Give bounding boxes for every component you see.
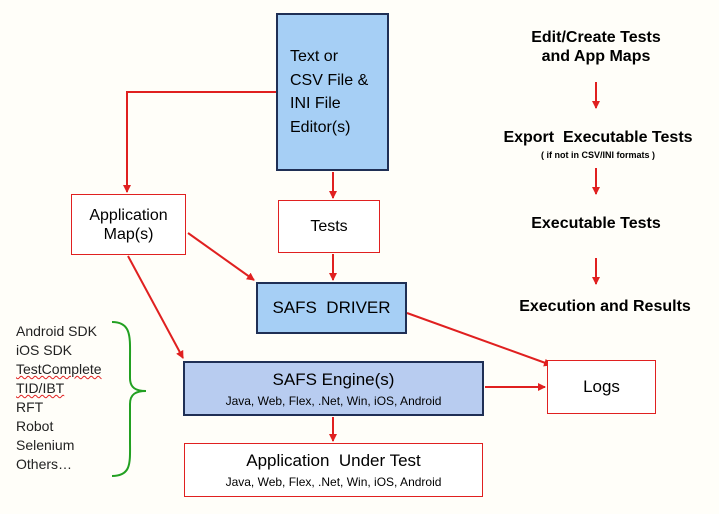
engines-list: Android SDK iOS SDK TestComplete TID/IBT… xyxy=(16,322,102,474)
editor-line-2: CSV File & xyxy=(290,71,369,89)
editor-box: Text or CSV File & INI File Editor(s) xyxy=(276,13,389,171)
tests-label: Tests xyxy=(310,217,348,235)
flow-step-execution-results: Execution and Results xyxy=(519,298,691,315)
flow-step-export: Export Executable Tests xyxy=(503,129,693,146)
tests-box: Tests xyxy=(278,200,380,253)
flow-step-edit-create: Edit/Create Tests and App Maps xyxy=(496,28,696,66)
engine-item: Others… xyxy=(16,456,73,472)
arrow-driver-to-logs xyxy=(406,312,552,367)
arrow-appmap-to-driver xyxy=(187,232,255,281)
engine-item: iOS SDK xyxy=(16,342,73,358)
flow-step-executable-tests: Executable Tests xyxy=(531,215,661,232)
engine-title: SAFS Engine(s) xyxy=(272,369,395,389)
appmap-line-2: Map(s) xyxy=(103,225,154,243)
safs-engine-box: SAFS Engine(s) Java, Web, Flex, .Net, Wi… xyxy=(183,361,484,416)
application-map-box: Application Map(s) xyxy=(71,194,186,255)
editor-line-3: INI File xyxy=(290,95,341,112)
engine-item: Selenium xyxy=(16,437,75,453)
arrow-editor-to-appmap xyxy=(123,91,276,193)
flow-step-1-line-1: Edit/Create Tests xyxy=(531,29,661,46)
safs-driver-box: SAFS DRIVER xyxy=(256,282,407,334)
engine-item: TID/IBT xyxy=(16,380,65,396)
driver-label: SAFS DRIVER xyxy=(272,298,391,317)
logs-label: Logs xyxy=(583,377,620,396)
engine-item: TestComplete xyxy=(16,361,102,377)
appmap-line-1: Application xyxy=(89,206,168,224)
green-brace xyxy=(111,321,147,477)
aut-title: Application Under Test xyxy=(246,451,421,470)
flow-step-export-note: ( if not in CSV/INI formats ) xyxy=(541,150,655,160)
arrow-appmap-to-engine xyxy=(127,255,184,359)
flow-step-1-line-2: and App Maps xyxy=(541,48,651,65)
editor-line-4: Editor(s) xyxy=(290,118,351,136)
aut-platforms: Java, Web, Flex, .Net, Win, iOS, Android xyxy=(225,475,442,489)
engine-item: Android SDK xyxy=(16,323,97,339)
application-under-test-box: Application Under Test Java, Web, Flex, … xyxy=(184,443,483,497)
logs-box: Logs xyxy=(547,360,656,414)
engine-item: RFT xyxy=(16,399,44,415)
engine-platforms: Java, Web, Flex, .Net, Win, iOS, Android xyxy=(225,393,442,408)
editor-line-1: Text or xyxy=(290,48,339,65)
engine-item: Robot xyxy=(16,418,54,434)
